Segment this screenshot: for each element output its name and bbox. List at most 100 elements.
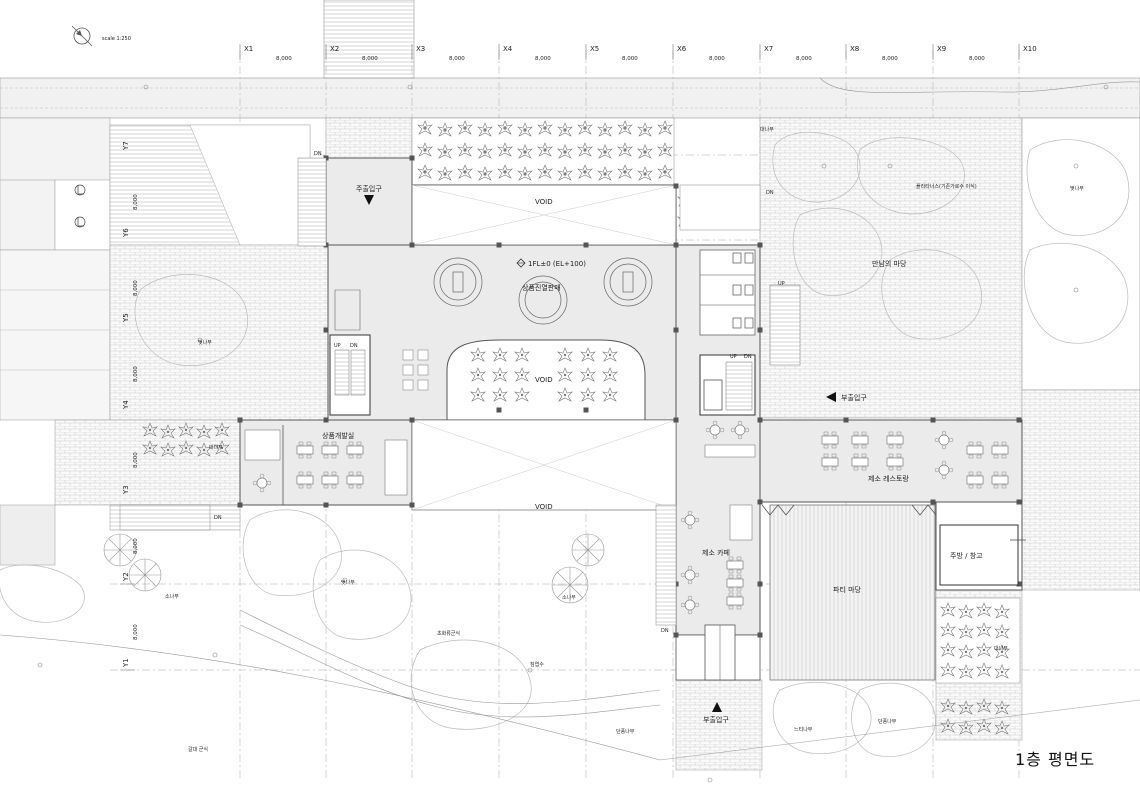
dim-y-6: 8,000 (133, 624, 139, 640)
dim-y-3: 8,000 (133, 366, 139, 382)
exterior-stair-south (655, 504, 677, 626)
grid-label-x2: X2 (330, 45, 339, 53)
brick-plaza-right (759, 117, 1023, 419)
restaurant-furniture (704, 420, 1009, 489)
grid-label-x8: X8 (850, 45, 859, 53)
meeting-yard-label: 만남의 마당 (872, 259, 907, 268)
dim-x-1: 8,000 (276, 56, 292, 62)
dim-x-5: 8,000 (622, 56, 638, 62)
stair-east-up-label: UP (778, 281, 785, 287)
dim-y-2: 8,000 (133, 280, 139, 296)
party-yard-deck (769, 504, 936, 681)
existing-tree-label: 플라타너스(기존가로수 이식) (916, 183, 977, 190)
cafe-label: 제소 카페 (702, 548, 730, 557)
stair-left-up-label: UP (334, 343, 341, 349)
grid-label-x6: X6 (677, 45, 687, 53)
void-center-label: VOID (535, 376, 553, 384)
cherry-right-label: 벚나무 (1070, 185, 1084, 192)
dim-x-3: 8,000 (449, 56, 465, 62)
south-entrance-label: 부출입구 (703, 715, 729, 724)
stair-right-up-label: UP (730, 354, 737, 360)
main-entrance-label: 주출입구 (356, 184, 382, 193)
dim-x-6: 8,000 (709, 56, 725, 62)
zelkova-label: 느티나무 (794, 726, 813, 733)
main-entrance-arrow-icon (364, 195, 374, 205)
kitchen-room (939, 524, 1026, 586)
dev-room-furniture (244, 425, 408, 505)
maple-1-label: 단풍나무 (616, 728, 635, 735)
grid-label-x5: X5 (590, 45, 599, 53)
grid-label-x1: X1 (244, 45, 253, 53)
dim-y-1: 8,000 (133, 194, 139, 210)
stair-right-dn-label: DN (744, 354, 752, 360)
evergreen-label: 침엽수 (530, 661, 544, 668)
stair-right (699, 354, 756, 416)
level-marker-icon (516, 258, 526, 268)
stair-left-dn-label: DN (350, 343, 358, 349)
bamboo-left-label: 대나무 (209, 444, 223, 451)
x-grid-dims: 8,000 8,000 8,000 8,000 8,000 8,000 8,00… (276, 56, 985, 62)
bamboo-bed-right (935, 597, 1021, 735)
grid-label-x7: X7 (764, 45, 773, 53)
east-entrance-label: 부출입구 (841, 393, 867, 402)
brick-plaza-left (109, 244, 329, 421)
reed-label: 갈대 군식 (188, 746, 208, 753)
dim-y-5: 8,000 (133, 538, 139, 554)
stair-west-dn-label: DN (314, 151, 322, 157)
restroom-block (699, 249, 756, 336)
sales-hall-label: 상품진열판매 (522, 283, 561, 292)
dim-y-4: 8,000 (133, 452, 139, 468)
dim-x-4: 8,000 (535, 56, 551, 62)
accessible-parking-icon (74, 184, 86, 228)
level-label: 1FL±0 (EL+100) (528, 260, 586, 268)
bamboo-right-label: 대나무 (994, 645, 1008, 652)
grid-label-x9: X9 (937, 45, 946, 53)
kitchen-label: 주방 / 창고 (950, 551, 983, 560)
tree-canopies (0, 131, 1130, 757)
cherry-mid-label: 벚나무 (341, 579, 355, 586)
display-fixtures (334, 257, 653, 331)
north-arrow-icon (71, 25, 93, 47)
dim-x-9: 8,000 (969, 56, 985, 62)
exterior-stair-west (297, 157, 327, 247)
exterior-stair-east (769, 284, 801, 366)
restaurant-label: 제소 레스토랑 (868, 474, 909, 483)
dim-x-7: 8,000 (796, 56, 812, 62)
sales-hall-shelves (402, 349, 429, 391)
x-grid-markers (239, 44, 1020, 60)
stair-left (329, 334, 371, 416)
grid-label-y4: Y4 (122, 400, 130, 410)
pine-left-label: 소나무 (165, 593, 179, 600)
stair-south-dn-label: DN (661, 628, 669, 634)
grid-label-x4: X4 (503, 45, 513, 53)
dim-x-2: 8,000 (362, 56, 378, 62)
pine-mid-label: 소나무 (562, 594, 576, 601)
cafe-furniture (680, 504, 753, 615)
stair-north-dn-label: DN (766, 190, 774, 196)
floor-plan-title: 1층 평면도 (1015, 750, 1096, 769)
cherry-left-label: 벚나무 (198, 339, 212, 346)
x-grid-labels: X1 X2 X3 X4 X5 X6 X7 X8 X9 X10 (244, 45, 1037, 53)
void-top-label: VOID (535, 198, 553, 206)
grid-label-y3: Y3 (122, 485, 130, 495)
grid-label-y6: Y6 (122, 228, 130, 238)
tree-trunks (37, 84, 1109, 783)
top-road (0, 0, 1140, 119)
party-yard-label: 파티 마당 (833, 585, 862, 594)
shrub-label: 초화류군식 (437, 630, 460, 637)
maple-2-label: 단풍나무 (878, 718, 897, 725)
grid-label-y7: Y7 (122, 141, 130, 151)
pine-trees (103, 533, 605, 604)
bamboo-bed-top (411, 117, 675, 187)
contour-lines (0, 609, 1140, 761)
scale-text: scale 1:250 (102, 36, 131, 42)
y-grid-labels: Y7 Y6 Y5 Y4 Y3 Y2 Y1 (122, 141, 130, 668)
y-grid-dims: 8,000 8,000 8,000 8,000 8,000 8,000 (133, 194, 139, 640)
east-entrance-arrow-icon (826, 392, 836, 402)
grid-label-x10: X10 (1023, 45, 1037, 53)
bamboo-top-label: 대나무 (760, 126, 774, 133)
void-bottom-label: VOID (535, 503, 553, 511)
grid-label-y2: Y2 (122, 572, 130, 582)
south-entrance-arrow-icon (712, 702, 722, 712)
